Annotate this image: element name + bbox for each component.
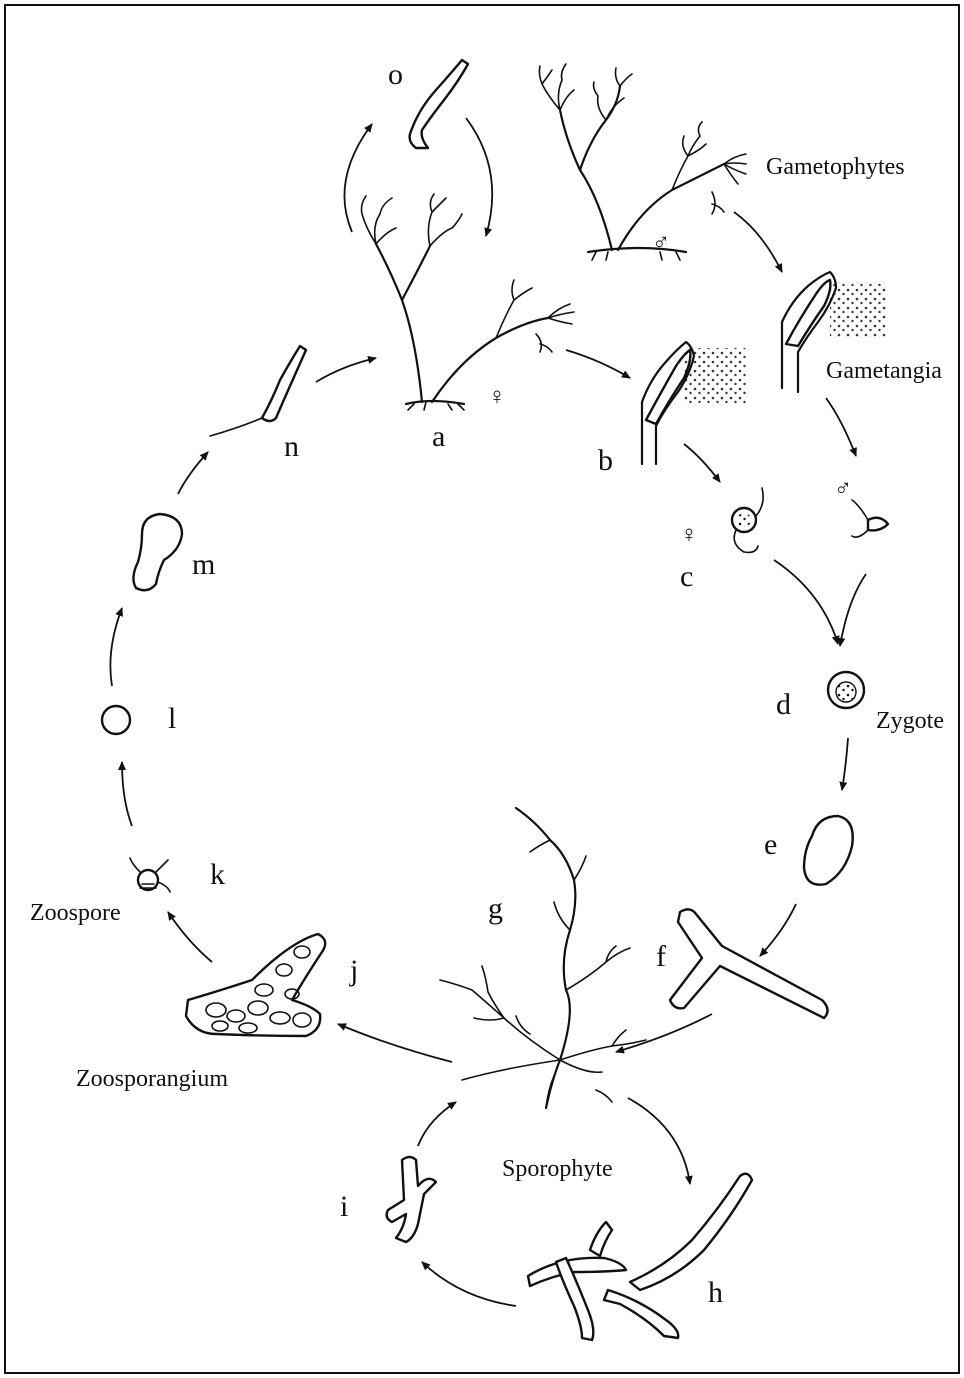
arrow-f-to-g: [616, 1014, 712, 1052]
filaments-h-drawing: [528, 1174, 752, 1340]
label-zoospore: Zoospore: [30, 900, 121, 926]
zygote-e-drawing: [804, 816, 853, 885]
label-e: e: [764, 828, 777, 861]
label-zoosporangium: Zoosporangium: [76, 1066, 228, 1092]
label-sporophyte: Sporophyte: [502, 1156, 613, 1182]
spore-m-drawing: [133, 514, 182, 590]
label-c: c: [680, 560, 693, 593]
arrow-b-to-c: [684, 444, 720, 482]
released-gametes-b: [684, 348, 746, 406]
arrow-d-to-e: [842, 738, 848, 790]
female-gametangium-drawing: [642, 342, 746, 464]
label-f: f: [656, 940, 666, 973]
female-gamete-drawing: [732, 488, 763, 552]
female-symbol-gamete: ♀: [680, 522, 698, 548]
zoospore-k-drawing: [130, 858, 170, 892]
letter-labels: o a n b c m d l e k g f j i h: [168, 58, 791, 1309]
label-j: j: [349, 954, 358, 987]
arrow-m-to-n: [178, 452, 208, 494]
male-symbol-gametophyte: ♂: [652, 230, 670, 256]
arrow-i-to-g: [418, 1102, 456, 1146]
arrow-a-to-b: [566, 350, 630, 378]
male-gametophyte-drawing: [539, 64, 746, 260]
label-h: h: [708, 1276, 723, 1309]
arrow-gametangia-to-male: [826, 398, 856, 456]
arrow-j-to-k: [168, 912, 212, 962]
zygote-d-drawing: [828, 672, 864, 708]
arrow-male-gamete-to-d: [840, 574, 866, 646]
label-d: d: [776, 688, 791, 721]
label-g: g: [488, 892, 503, 925]
label-n: n: [284, 430, 299, 463]
sporophyte-g-drawing: [440, 808, 646, 1108]
label-k: k: [210, 858, 225, 891]
label-zygote: Zygote: [876, 708, 944, 734]
young-sporophyte-f-drawing: [670, 909, 828, 1018]
arrow-g-to-j: [338, 1024, 452, 1062]
arrow-l-to-m: [110, 608, 122, 686]
germling-n-drawing: [210, 346, 306, 436]
arrow-h-to-i: [422, 1262, 516, 1306]
arrow-female-gamete-to-d: [774, 560, 838, 644]
female-symbol-gametophyte: ♀: [488, 384, 506, 410]
label-gametophytes: Gametophytes: [766, 154, 905, 180]
label-o: o: [388, 58, 403, 91]
female-gametophyte-drawing: [362, 194, 575, 410]
zoosporangium-j-drawing: [186, 934, 325, 1036]
released-gametes-male: [830, 282, 886, 338]
label-l: l: [168, 702, 176, 735]
arrow-g-to-h: [628, 1098, 690, 1184]
germling-o-drawing: [410, 60, 468, 148]
arrow-e-to-f: [760, 904, 796, 956]
label-m: m: [192, 548, 215, 581]
label-a: a: [432, 420, 445, 453]
label-gametangia: Gametangia: [826, 358, 942, 384]
page-frame: [5, 5, 959, 1373]
arrow-n-to-a: [316, 358, 376, 382]
male-symbol-gamete: ♂: [834, 476, 852, 502]
label-b: b: [598, 444, 613, 477]
cycle-arrows: [110, 118, 866, 1306]
male-gamete-drawing: [852, 500, 888, 537]
label-i: i: [340, 1190, 348, 1223]
spore-l-drawing: [102, 706, 130, 734]
arrow-a-to-o: [344, 124, 372, 232]
filament-i-drawing: [387, 1157, 436, 1242]
arrow-o-to-a: [466, 118, 492, 236]
arrow-gametophyte-to-gametangia: [734, 212, 782, 272]
arrow-k-to-l: [122, 762, 132, 826]
